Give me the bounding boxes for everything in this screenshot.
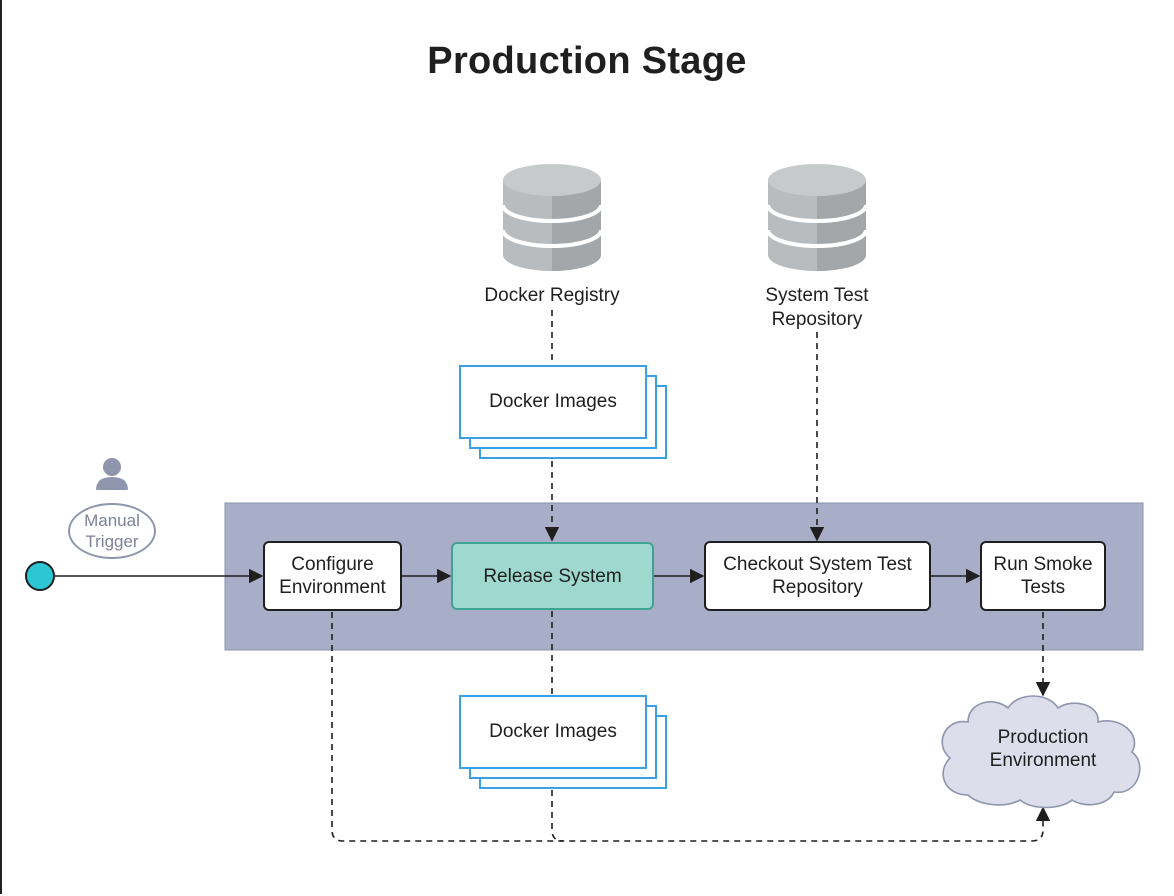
- system-test-repository-label: System Test Repository: [765, 285, 869, 330]
- diagram-title: Production Stage: [427, 40, 747, 82]
- docker-registry-database-icon: [501, 164, 603, 271]
- docker-images-top-label: Docker Images: [489, 391, 617, 412]
- start-node: [25, 561, 55, 591]
- production-cloud-shape: [941, 695, 1141, 809]
- docker-registry-label: Docker Registry: [484, 285, 620, 306]
- images-to-production-connector: [551, 790, 564, 842]
- production-environment-label: Production Environment: [989, 727, 1097, 771]
- configure-to-production-connector: [331, 612, 1051, 842]
- stack-card-front: [459, 695, 647, 769]
- manual-trigger-ellipse: Manual Trigger: [68, 503, 156, 559]
- checkout-system-test-repository-node: Checkout System Test Repository: [704, 541, 931, 611]
- person-icon: [96, 458, 128, 490]
- release-system-node: Release System: [451, 542, 654, 610]
- run-smoke-tests-node: Run Smoke Tests: [980, 541, 1106, 611]
- stack-card-front: [459, 365, 647, 439]
- system-test-repository-database-icon: [766, 164, 868, 271]
- docker-images-bottom-label: Docker Images: [489, 721, 617, 742]
- configure-environment-node: Configure Environment: [263, 541, 402, 611]
